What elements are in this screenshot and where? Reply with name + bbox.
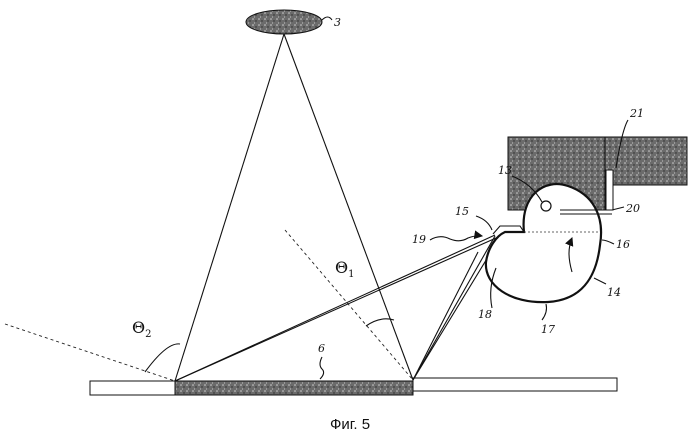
ray-left xyxy=(175,34,284,381)
theta1-arc xyxy=(366,319,394,326)
leader-20 xyxy=(612,207,624,210)
label-20: 20 xyxy=(625,202,640,215)
label-15: 15 xyxy=(455,205,469,218)
theta2-label: Θ2 xyxy=(132,318,152,340)
sensor-strip-21 xyxy=(606,170,613,210)
label-6-leader xyxy=(320,357,324,379)
label-13: 13 xyxy=(498,164,512,177)
leader-14 xyxy=(594,278,606,284)
marker-circle-13 xyxy=(541,201,551,211)
theta2-arc xyxy=(145,344,180,372)
label-3: 3 xyxy=(334,16,341,29)
ray-right xyxy=(284,34,413,380)
base-shaded-strip xyxy=(175,381,413,395)
theta1-label: Θ1 xyxy=(335,258,355,280)
label-19: 19 xyxy=(412,233,426,246)
leader-15 xyxy=(476,216,492,230)
base-left-strip xyxy=(90,381,175,395)
leader-17 xyxy=(542,304,547,320)
label-6: 6 xyxy=(318,342,325,355)
label-21: 21 xyxy=(629,107,644,120)
label-3-leader xyxy=(322,17,332,20)
source-ellipse xyxy=(246,10,322,34)
label-14: 14 xyxy=(607,286,621,299)
label-16: 16 xyxy=(616,238,630,251)
label-17: 17 xyxy=(541,323,555,336)
base-right-strip xyxy=(413,378,617,391)
leader-16 xyxy=(602,240,614,244)
arrow-19 xyxy=(430,236,482,241)
dashed-normal-theta1 xyxy=(285,230,413,380)
figure-caption: Фиг. 5 xyxy=(330,416,370,433)
reflected-ray-b xyxy=(175,234,505,381)
label-18: 18 xyxy=(478,308,492,321)
